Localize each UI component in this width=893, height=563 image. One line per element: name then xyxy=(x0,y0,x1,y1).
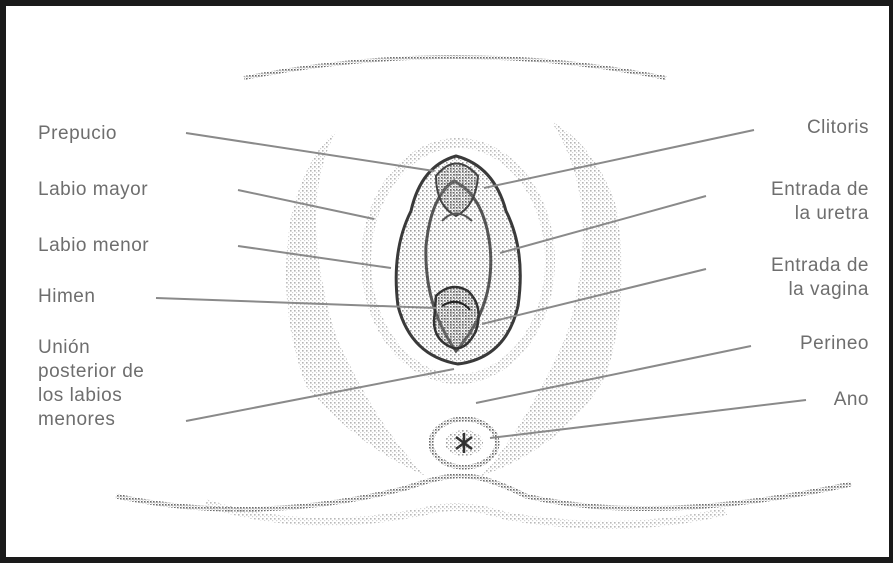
label-entrada-uretra: Entrada de la uretra xyxy=(771,178,869,226)
label-ano: Ano xyxy=(834,388,869,412)
label-union-posterior: Unión posterior de los labios menores xyxy=(38,336,144,432)
label-labio-mayor: Labio mayor xyxy=(38,178,148,202)
label-perineo: Perineo xyxy=(800,332,869,356)
leader-clitoris xyxy=(484,130,754,188)
label-himen: Himen xyxy=(38,285,95,309)
label-entrada-vagina: Entrada de la vagina xyxy=(771,254,869,302)
label-labio-menor: Labio menor xyxy=(38,234,149,258)
anatomy-illustration xyxy=(6,6,889,557)
abdomen-curve xyxy=(244,57,666,78)
label-clitoris: Clitoris xyxy=(807,116,869,140)
label-prepucio: Prepucio xyxy=(38,122,117,146)
buttocks-curve xyxy=(116,476,851,509)
vaginal-opening xyxy=(434,287,479,348)
